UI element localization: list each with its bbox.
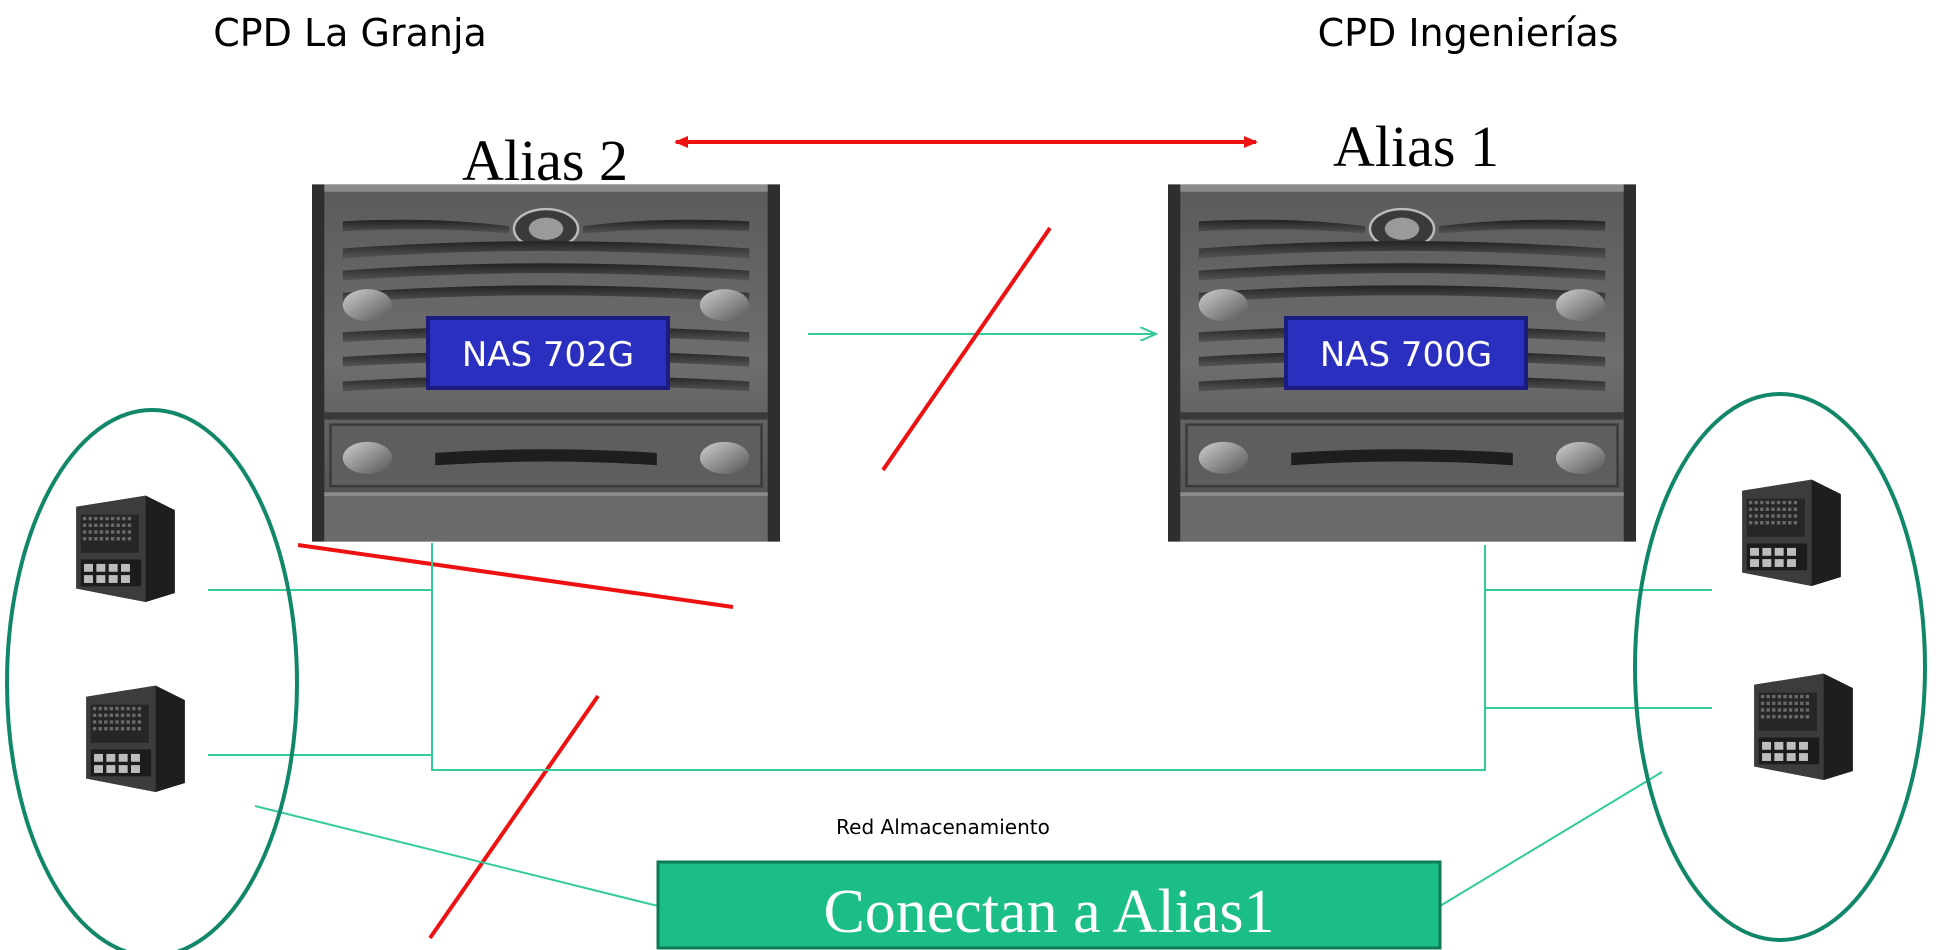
nas-label-box-right — [1284, 316, 1528, 390]
site-title-left: CPD La Granja — [213, 11, 487, 55]
nas-device-right: NAS 700G — [1168, 183, 1636, 543]
callout-label: Conectan a Alias1 — [823, 878, 1274, 946]
site-title-right: CPD Ingenierías — [1318, 11, 1619, 55]
server-icon — [1742, 479, 1841, 586]
nas-label-right: NAS 700G — [1320, 335, 1492, 375]
callout-box — [656, 860, 1442, 950]
nas-label-left: NAS 702G — [462, 335, 634, 375]
storage-network — [208, 543, 1712, 907]
broken-link-slash-top — [881, 226, 1052, 472]
client-group-left — [5, 408, 299, 950]
server-icon — [86, 685, 185, 792]
server-icon — [1754, 673, 1853, 780]
alias-label-right: Alias 1 — [1333, 114, 1499, 179]
nas-label-box-left — [426, 316, 670, 390]
network-label: Red Almacenamiento — [836, 815, 1050, 839]
server-icon — [76, 495, 175, 602]
broken-link-slash-bottom — [428, 694, 600, 940]
nas-device-left: NAS 702G — [312, 183, 780, 543]
broken-link-slash-left — [297, 543, 734, 609]
alias-label-left: Alias 2 — [462, 128, 628, 193]
client-group-right — [1633, 392, 1927, 942]
